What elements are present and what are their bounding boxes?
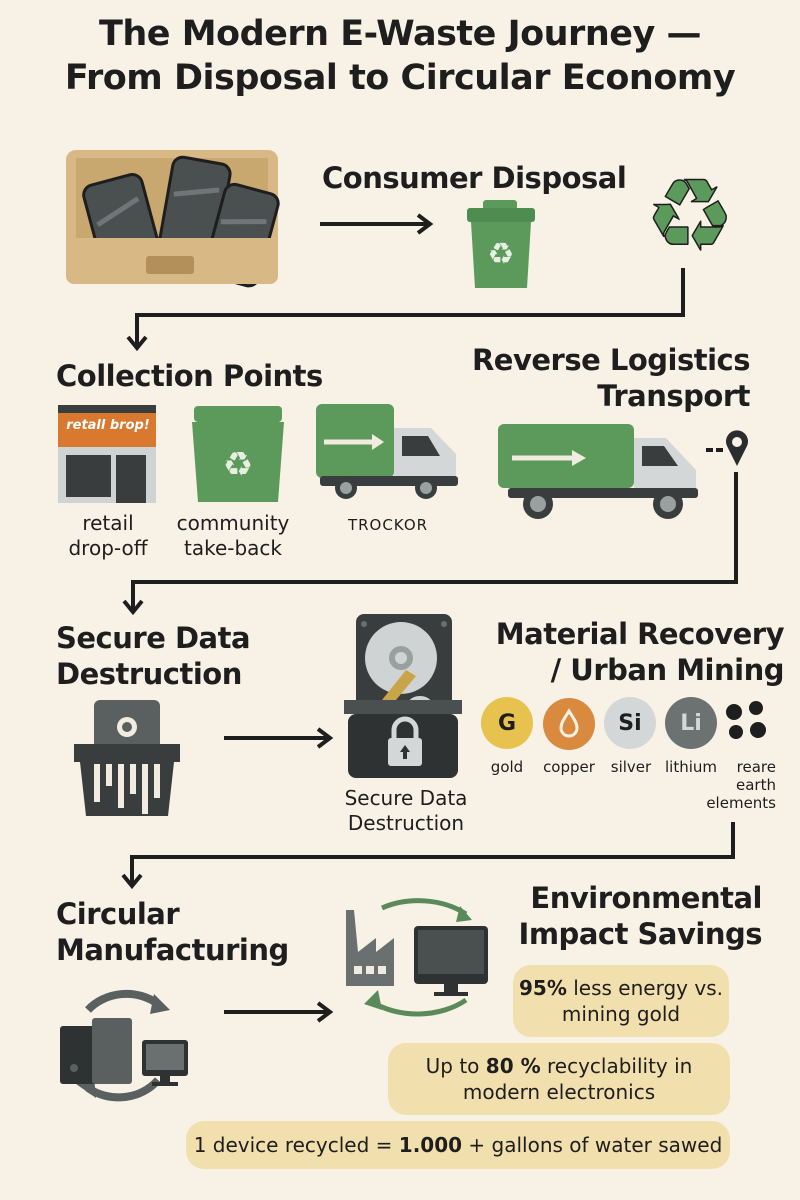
arrow-right-icon [224, 1001, 334, 1023]
recycle-bin-icon: ♻ [192, 406, 284, 502]
lithium-icon: Li [665, 697, 717, 749]
factory-monitor-cycle-icon [346, 898, 488, 1017]
svg-text:♻: ♻ [645, 162, 735, 262]
truck-icon [316, 404, 458, 499]
storefront-icon [58, 405, 156, 503]
shredder-icon [74, 700, 180, 816]
arrow-down-icon [121, 873, 143, 890]
connector-line [681, 268, 685, 316]
dashed-line [716, 448, 723, 452]
hard-drive-lock-icon [344, 614, 462, 778]
arrow-right-icon [224, 727, 334, 749]
location-pin-icon [726, 430, 748, 466]
green-recycle-bin-icon: ♻ [467, 200, 535, 288]
label-copper: copper [543, 758, 595, 776]
label-rare-earth: reare earth elements [706, 758, 776, 812]
arrow-down-icon [122, 599, 144, 616]
arrow-down-icon [126, 335, 148, 352]
connector-line [130, 855, 735, 859]
connector-line [131, 580, 135, 610]
arrow-right-icon [320, 213, 434, 235]
delivery-truck-icon [498, 424, 698, 519]
label-silver: silver [610, 758, 652, 776]
label-community-takeback: community take-back [176, 511, 290, 560]
page-title-line1: The Modern E-Waste Journey — [99, 14, 701, 54]
connector-line [135, 313, 685, 317]
page-title-line2: From Disposal to Circular Economy [64, 58, 736, 98]
label-lithium: lithium [664, 758, 717, 776]
connector-line [734, 472, 738, 584]
caption-secure-data-destruction: Secure Data Destruction [344, 786, 468, 835]
svg-text:♻: ♻ [488, 238, 515, 271]
heading-circular-manufacturing: Circular Manufacturing [56, 897, 289, 967]
fact-water-savings: 1 device recycled = 1.000 + gallons of w… [186, 1121, 730, 1169]
gold-icon: G [481, 697, 533, 749]
computer-cycle-icon [60, 989, 188, 1102]
silver-icon: Si [604, 697, 656, 749]
connector-line [131, 580, 738, 584]
heading-secure-data-destruction: Secure Data Destruction [56, 621, 251, 691]
recycle-symbol-icon: ♻ [644, 162, 735, 262]
heading-environmental-impact: Environmental Impact Savings [518, 881, 763, 951]
fact-recyclability: Up to 80 % recyclability in modern elect… [388, 1043, 730, 1115]
connector-line [135, 313, 139, 347]
connector-line [130, 855, 134, 883]
label-truck: TROCKOR [347, 516, 429, 534]
copper-icon [543, 698, 595, 750]
heading-collection-points: Collection Points [56, 359, 323, 393]
fact-energy-savings: 95% less energy vs. mining gold [513, 965, 729, 1037]
label-retail-dropoff: retail drop-off [68, 511, 148, 560]
heading-reverse-logistics: Reverse Logistics Transport [471, 343, 751, 413]
connector-line [731, 822, 735, 858]
drawer-with-phones-icon [66, 150, 280, 288]
heading-consumer-disposal: Consumer Disposal [322, 161, 627, 195]
heading-material-recovery: Material Recovery / Urban Mining [495, 617, 785, 687]
rare-earth-elements-icon [726, 701, 766, 739]
store-sign-text: retall brop! [66, 418, 150, 433]
label-gold: gold [490, 758, 524, 776]
dashed-line [706, 448, 713, 452]
svg-text:♻: ♻ [223, 446, 253, 484]
